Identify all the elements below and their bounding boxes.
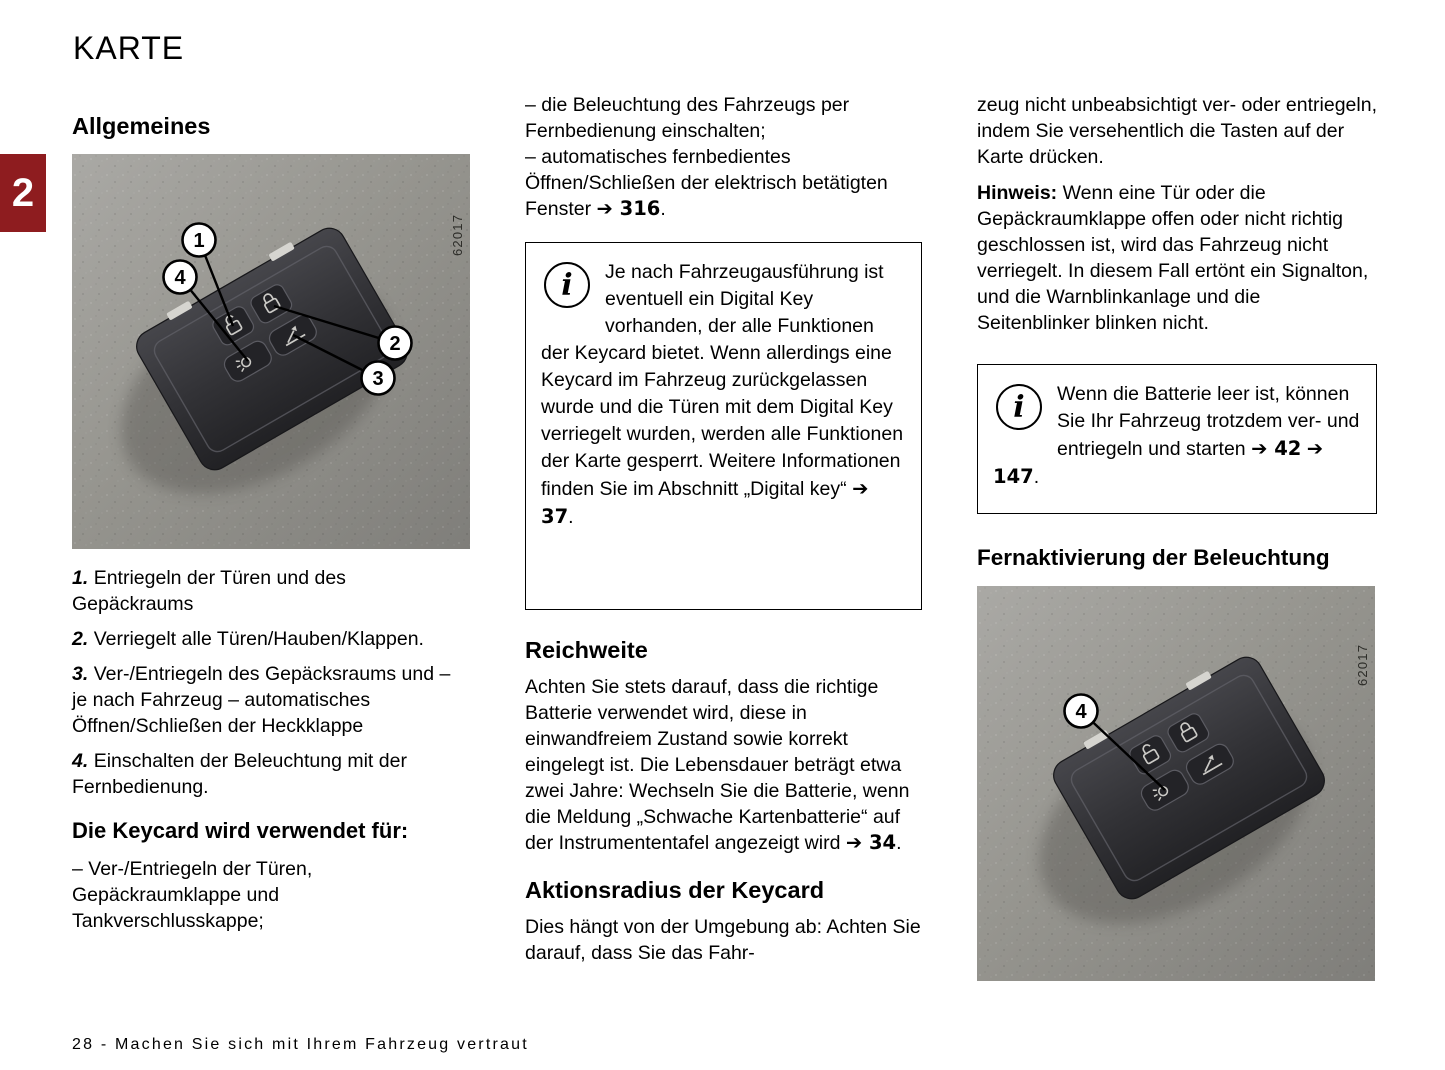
callout-3: 3 — [360, 360, 396, 396]
legend-item-2: 2. Verriegelt alle Türen/Hauben/Klappen. — [72, 626, 468, 652]
heading-allgemeines: Allgemeines — [72, 113, 211, 139]
info-box-digital-key: i Je nach Fahrzeugausführung ist eventue… — [525, 242, 922, 610]
info-box-digital-key-end: . — [568, 506, 574, 528]
continuation-paragraph: zeug nicht unbeabsichtigt ver- oder entr… — [977, 94, 1377, 168]
legend-text-1: Entriegeln der Türen und des Gepäckraums — [72, 567, 346, 615]
legend-num-4: 4. — [72, 750, 89, 772]
info-box-battery-text: Wenn die Batterie leer ist, können Sie I… — [1057, 383, 1360, 460]
legend-num-3: 3. — [72, 663, 89, 685]
info-icon: i — [544, 262, 590, 308]
legend-item-3: 3. Ver-/Entriegeln des Gepäcksraums und … — [72, 661, 468, 739]
page-ref-34: ➔ 34 — [845, 831, 897, 854]
legend-num-1: 1. — [72, 567, 89, 589]
usage-bullet-3-text: – automatisches fernbedientes Öffnen/Sch… — [525, 146, 888, 220]
legend-text-3: Ver-/Entriegeln des Gepäcksraums und – j… — [72, 663, 451, 737]
page-footer: 28 - Machen Sie sich mit Ihrem Fahrzeug … — [72, 1036, 529, 1053]
callout-legend: 1. Entriegeln der Türen und des Gepäckra… — [72, 565, 468, 800]
info-icon-glyph: i — [1013, 389, 1025, 425]
info-icon-glyph: i — [561, 267, 573, 303]
svg-text:1: 1 — [193, 230, 204, 252]
info-icon: i — [996, 384, 1042, 430]
legend-item-1: 1. Entriegeln der Türen und des Gepäckra… — [72, 565, 468, 617]
usage-bullet-3-end: . — [660, 198, 666, 220]
figure-keycard-overview: 1 4 2 3 62017 — [72, 154, 470, 549]
aktionsradius-paragraph: Dies hängt von der Umgebung ab: Achten S… — [525, 916, 921, 964]
figure-keycard-light: 4 62017 — [977, 586, 1375, 981]
svg-text:2: 2 — [389, 333, 400, 355]
hinweis-label: Hinweis: — [977, 182, 1058, 204]
chapter-tab: 2 — [0, 154, 46, 232]
info-box-battery-end: . — [1033, 466, 1040, 488]
legend-text-4: Einschalten der Beleuchtung mit der Fern… — [72, 750, 407, 798]
info-box-digital-key-text: Je nach Fahrzeugausführung ist eventuell… — [541, 261, 904, 500]
callout-4: 4 — [162, 259, 198, 295]
reichweite-end: . — [896, 832, 902, 854]
callout-2: 2 — [377, 325, 413, 361]
middle-column: – die Beleuchtung des Fahrzeugs per Fern… — [525, 92, 922, 976]
page-ref-147: ➔ 147 — [993, 437, 1324, 488]
legend-text-2: Verriegelt alle Türen/Hauben/Klappen. — [93, 628, 424, 650]
heading-fernaktivierung: Fernaktivierung der Beleuchtung — [977, 545, 1330, 570]
hinweis-text: Wenn eine Tür oder die Gepäckraumklappe … — [977, 182, 1369, 334]
svg-text:4: 4 — [174, 267, 186, 289]
page-title: KARTE — [73, 30, 185, 66]
legend-item-4: 4. Einschalten der Beleuchtung mit der F… — [72, 748, 468, 800]
usage-bullet: – Ver-/Entriegeln der Türen, Gepäckraumk… — [72, 858, 313, 932]
figure-code: 62017 — [450, 214, 465, 256]
hinweis-paragraph: Hinweis: Wenn eine Tür oder die Gepäckra… — [977, 180, 1377, 336]
svg-text:3: 3 — [372, 368, 383, 390]
page-ref-316: ➔ 316 — [596, 197, 661, 220]
heading-reichweite: Reichweite — [525, 637, 648, 663]
right-column: zeug nicht unbeabsichtigt ver- oder entr… — [977, 92, 1377, 981]
callout-1: 1 — [181, 222, 217, 258]
usage-bullet-2: – die Beleuchtung des Fahrzeugs per Fern… — [525, 94, 850, 142]
callout-line — [1080, 710, 1166, 791]
figure-code: 62017 — [1355, 644, 1370, 686]
page-ref-42: ➔ 42 — [1251, 437, 1302, 460]
usage-bullet-3: – automatisches fernbedientes Öffnen/Sch… — [525, 144, 922, 222]
reichweite-paragraph: Achten Sie stets darauf, dass die richti… — [525, 674, 922, 856]
heading-keycard-usage: Die Keycard wird verwendet für: — [72, 818, 409, 843]
info-box-battery: i Wenn die Batterie leer ist, können Sie… — [977, 364, 1377, 514]
page-ref-37: ➔ 37 — [541, 477, 869, 528]
callout-4: 4 — [1063, 693, 1099, 729]
heading-aktionsradius: Aktionsradius der Keycard — [525, 877, 825, 903]
legend-num-2: 2. — [72, 628, 89, 650]
reichweite-text: Achten Sie stets darauf, dass die richti… — [525, 676, 910, 854]
svg-text:4: 4 — [1075, 701, 1087, 723]
left-column: Allgemeines — [72, 112, 470, 944]
